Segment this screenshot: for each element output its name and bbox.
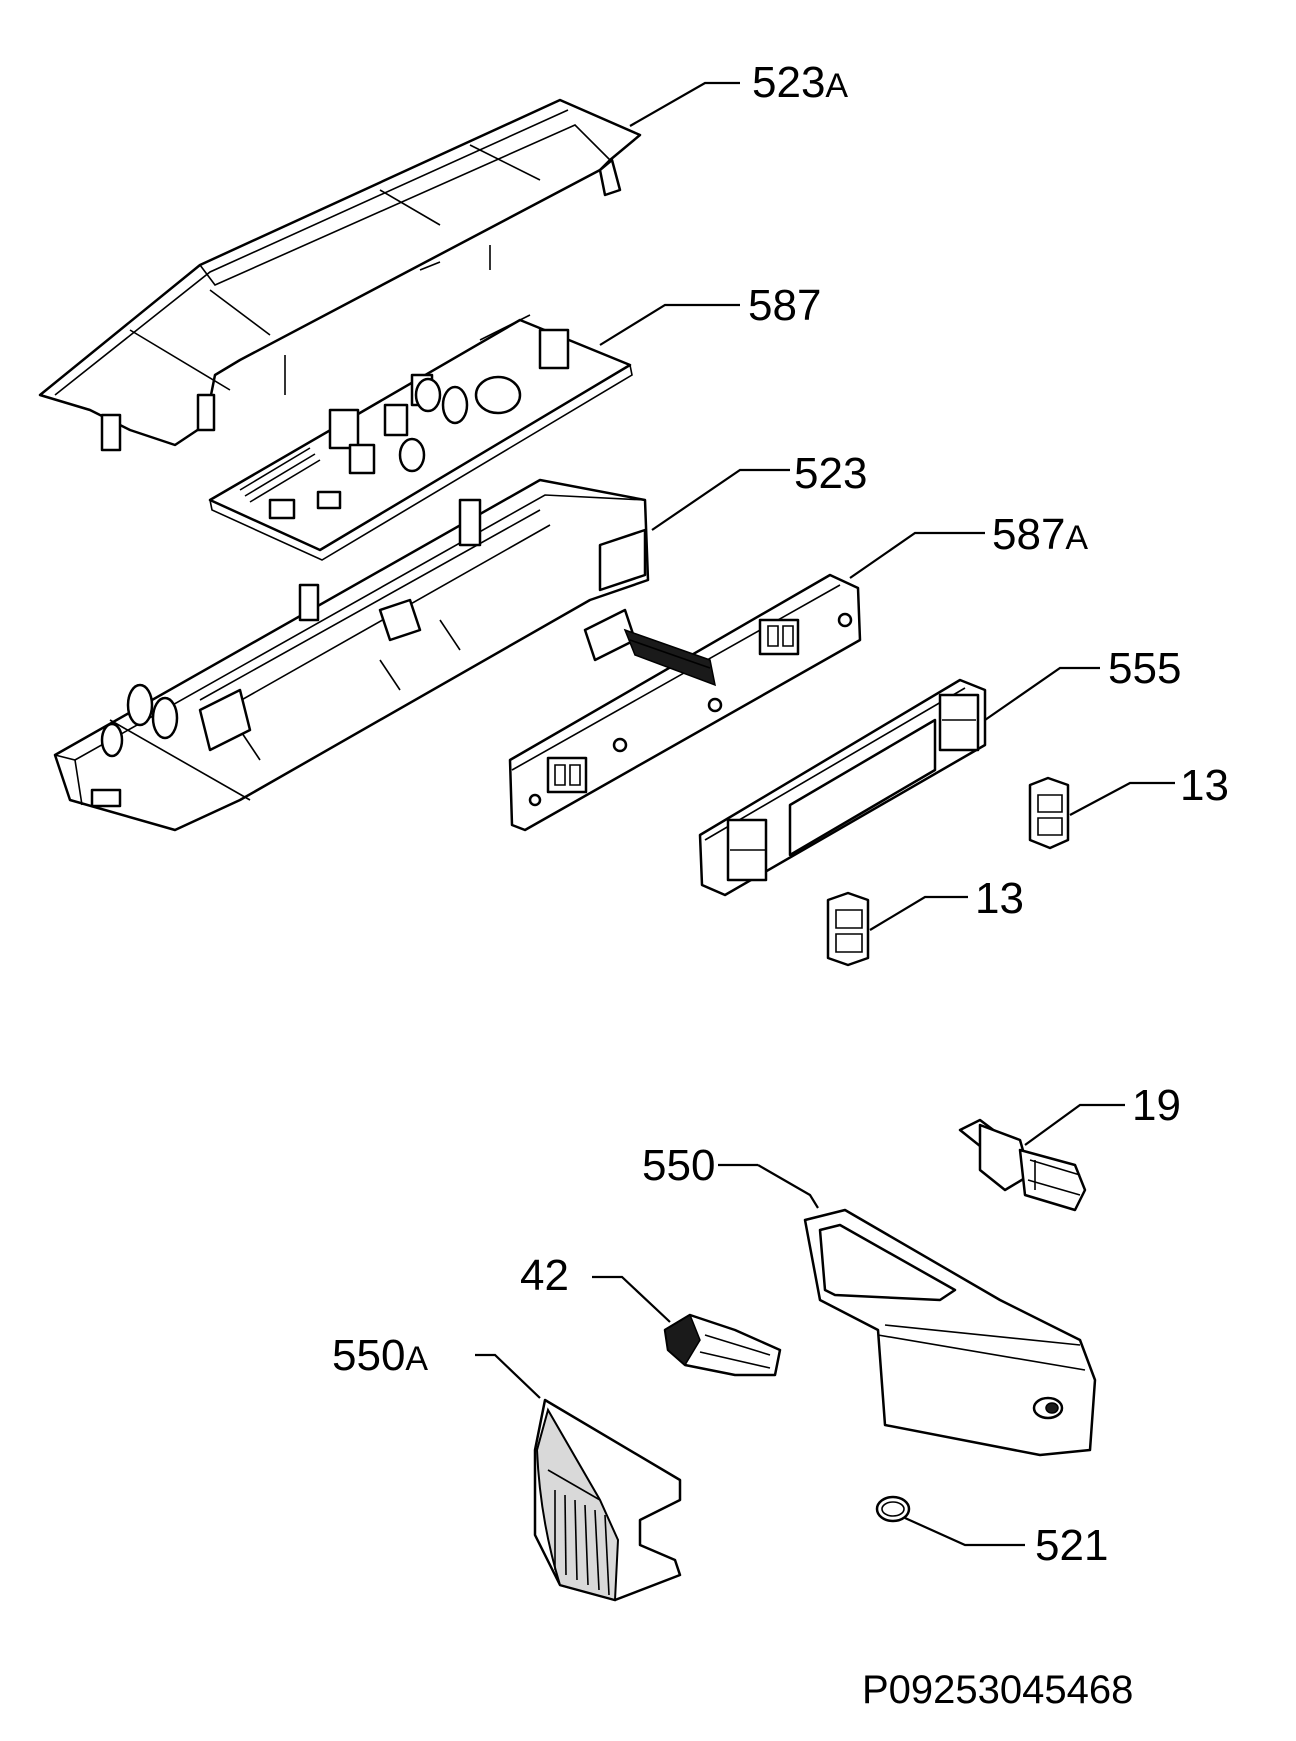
leader-523: [651, 468, 790, 531]
label-13-left: 13: [975, 874, 1024, 923]
label-521: 521: [1035, 1521, 1108, 1570]
part-587-control-board[interactable]: [208, 314, 633, 561]
leader-587: [599, 303, 740, 346]
label-19: 19: [1132, 1081, 1181, 1130]
label-587a: 587A: [992, 510, 1088, 559]
leader-lines: [475, 81, 1175, 1547]
label-523: 523: [794, 449, 867, 498]
drawing-code: P09253045468: [862, 1668, 1133, 1712]
part-521-ring[interactable]: [875, 1495, 911, 1523]
leader-555: [984, 666, 1100, 721]
leader-13-left: [869, 895, 968, 931]
part-523-housing[interactable]: [53, 478, 650, 832]
label-550: 550: [642, 1141, 715, 1190]
part-labels: 523A 587 523 587A 555 13 13 19 550 42 55…: [332, 58, 1229, 1570]
label-13-right: 13: [1180, 761, 1229, 810]
leader-19: [1024, 1103, 1125, 1146]
part-523a-top-cover[interactable]: [38, 98, 642, 452]
label-523a: 523A: [752, 58, 848, 107]
part-587a-display-board[interactable]: [508, 573, 862, 832]
label-550a: 550A: [332, 1331, 428, 1380]
leader-42: [592, 1275, 671, 1323]
label-587: 587: [748, 281, 821, 330]
leader-550: [757, 1164, 819, 1209]
part-19-lamp[interactable]: [958, 1118, 1087, 1212]
part-13-button-left[interactable]: [826, 891, 870, 967]
part-550-lamp-housing[interactable]: [803, 1208, 1097, 1457]
part-42-lamp-holder[interactable]: [663, 1313, 782, 1377]
part-13-button-right[interactable]: [1028, 776, 1070, 850]
part-550a-end-cap[interactable]: [533, 1398, 682, 1602]
leader-550a: [475, 1353, 541, 1399]
leader-587a: [849, 531, 985, 579]
leader-521: [904, 1516, 1025, 1547]
part-555-display-frame[interactable]: [698, 678, 987, 897]
label-555: 555: [1108, 644, 1181, 693]
label-42: 42: [520, 1251, 569, 1300]
leader-13-right: [1069, 781, 1175, 816]
leader-523a: [629, 81, 740, 127]
